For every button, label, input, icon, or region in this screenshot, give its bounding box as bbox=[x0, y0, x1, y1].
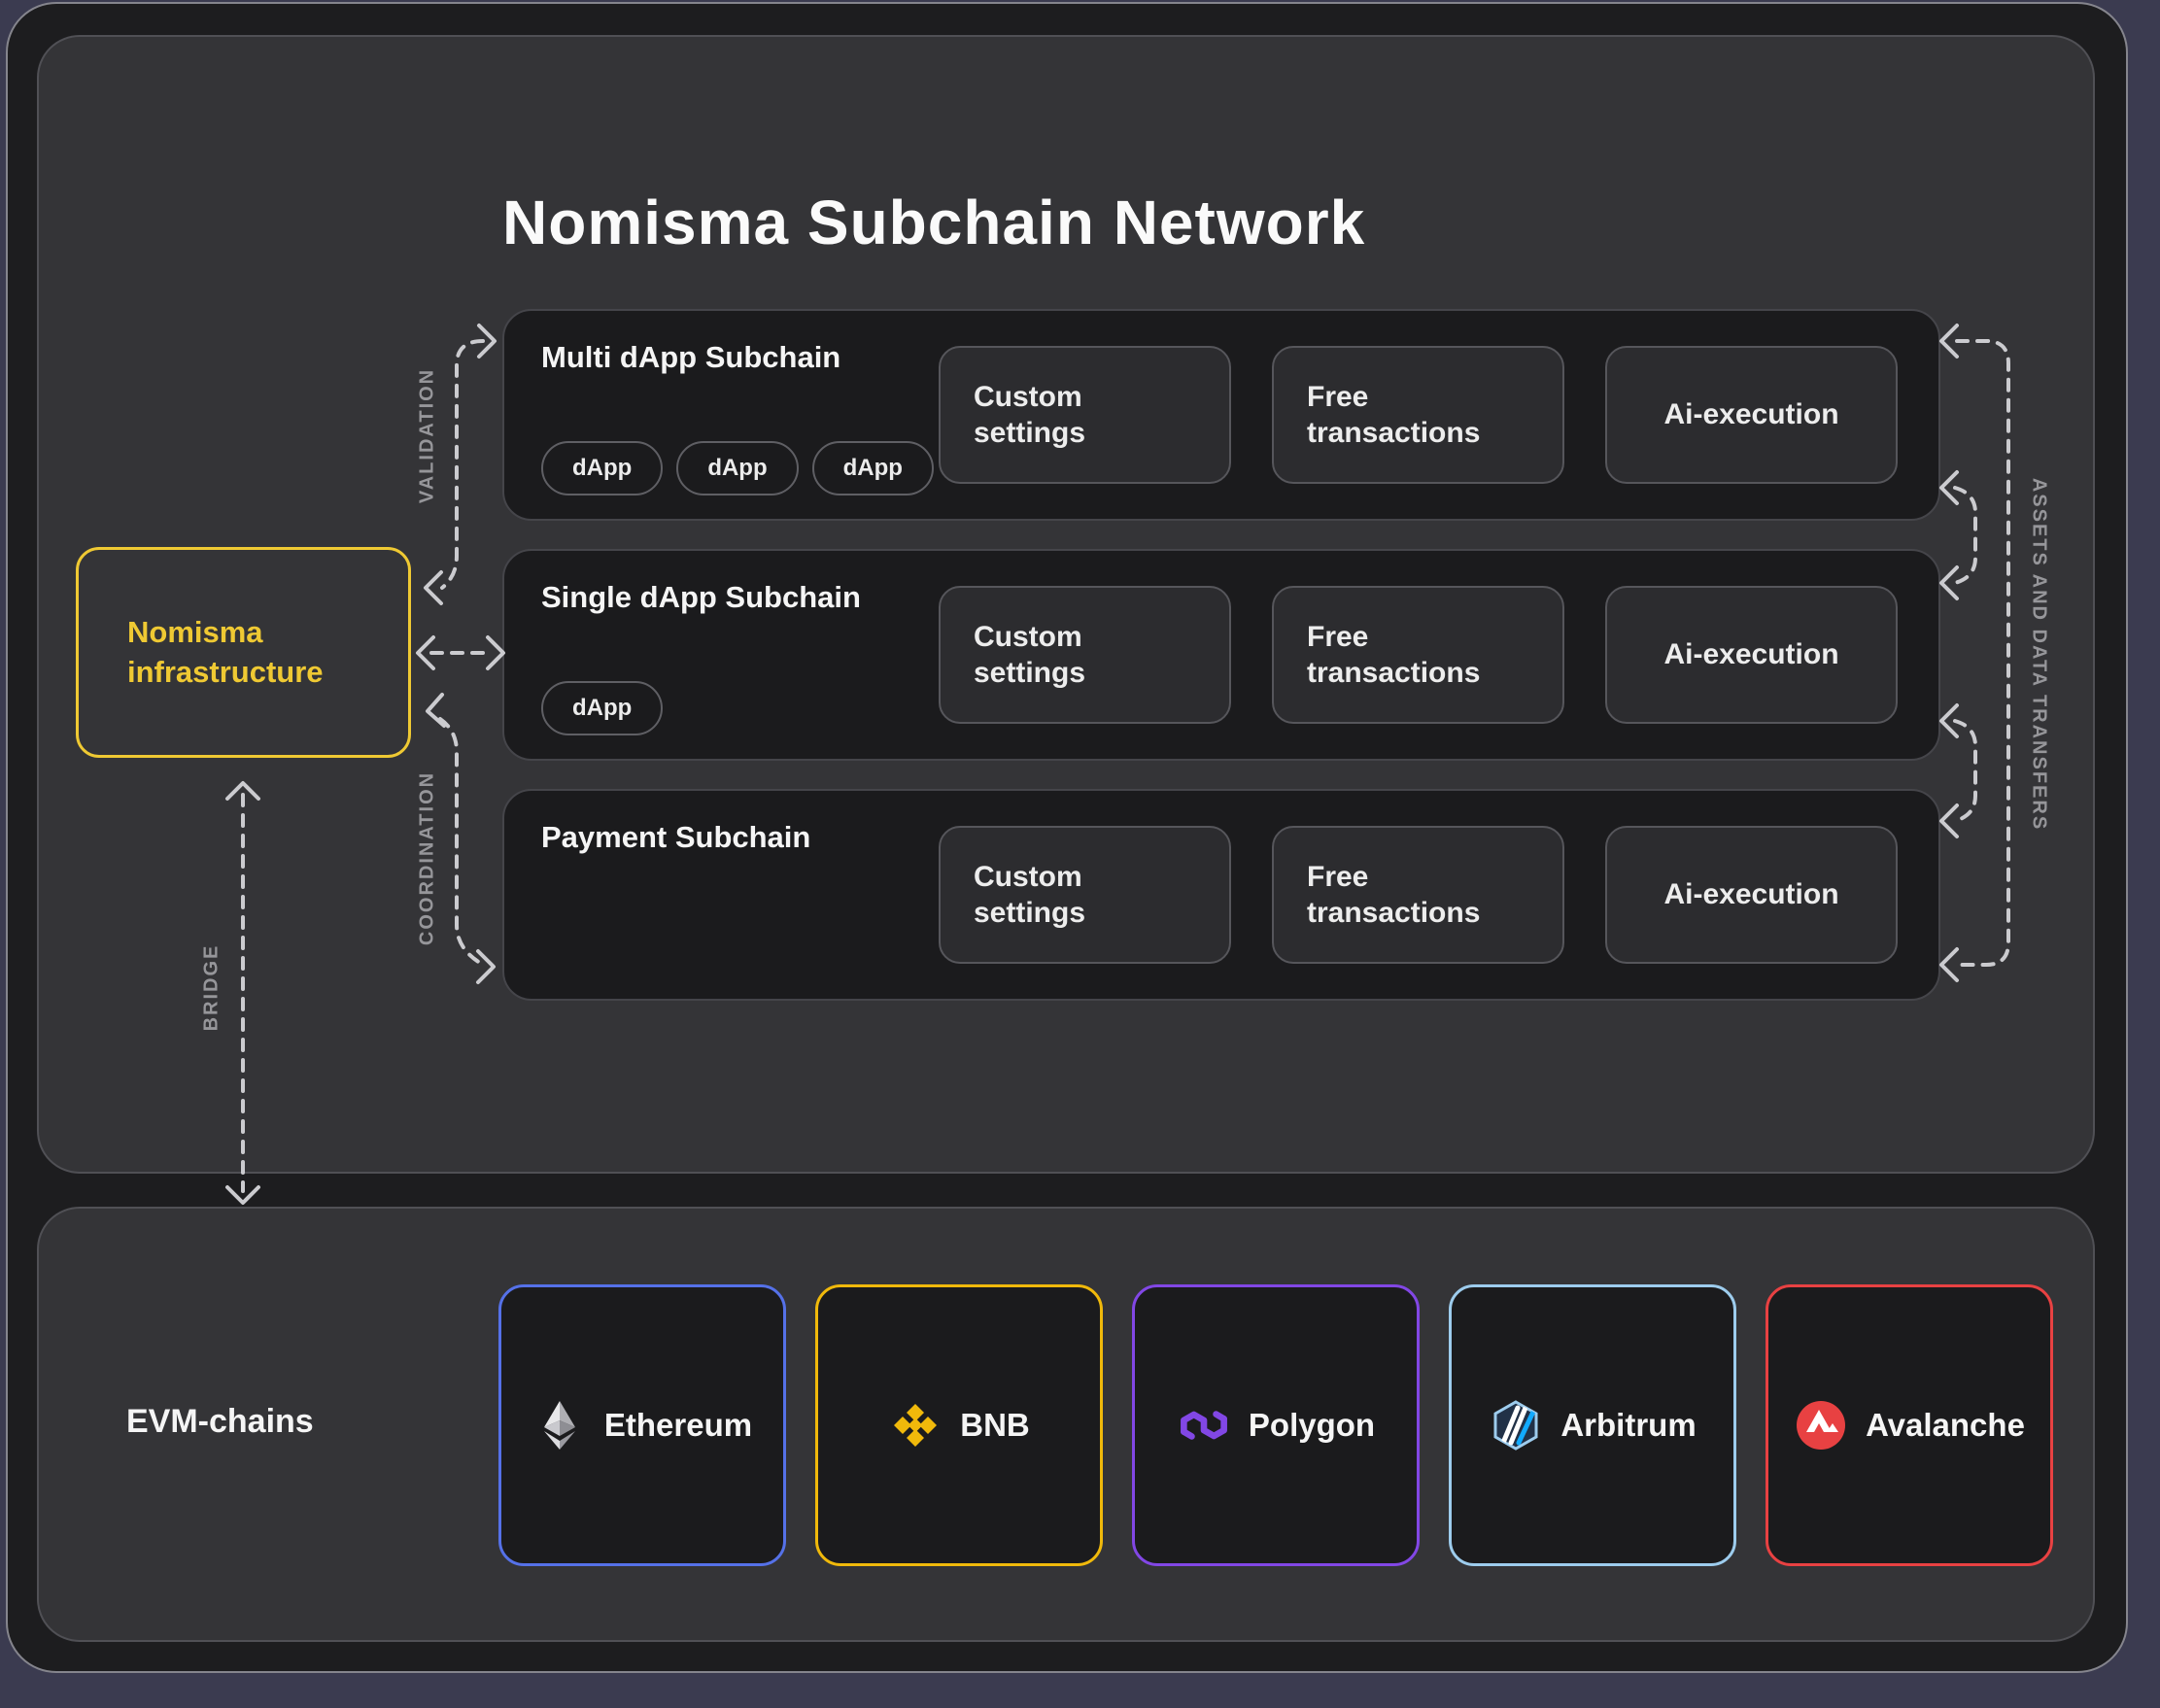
single-dapp-subchain-row: Single dApp Subchain dApp Custom setting… bbox=[502, 549, 1940, 761]
page-title: Nomisma Subchain Network bbox=[502, 188, 1366, 257]
nomisma-infrastructure-box[interactable]: Nomisma infrastructure bbox=[76, 547, 411, 758]
dapp-pill-group: dApp dApp dApp bbox=[541, 441, 934, 495]
dapp-pill[interactable]: dApp bbox=[676, 441, 799, 495]
chain-card-bnb[interactable]: BNB bbox=[815, 1284, 1103, 1566]
subchain-title: Single dApp Subchain bbox=[541, 580, 861, 614]
evm-chains-label: EVM-chains bbox=[126, 1403, 314, 1440]
chain-name: Avalanche bbox=[1866, 1407, 2025, 1443]
dapp-pill-group: dApp bbox=[541, 681, 664, 735]
subchain-title: Payment Subchain bbox=[541, 820, 811, 854]
dapp-pill[interactable]: dApp bbox=[811, 441, 934, 495]
dapp-pill[interactable]: dApp bbox=[541, 681, 664, 735]
ai-execution-button[interactable]: Ai-execution bbox=[1605, 586, 1898, 724]
ai-execution-button[interactable]: Ai-execution bbox=[1605, 346, 1898, 484]
ai-execution-button[interactable]: Ai-execution bbox=[1605, 826, 1898, 964]
arbitrum-icon bbox=[1493, 1400, 1538, 1451]
validation-label: VALIDATION bbox=[416, 367, 438, 504]
avalanche-icon bbox=[1797, 1401, 1846, 1450]
chain-card-ethereum[interactable]: Ethereum bbox=[498, 1284, 786, 1566]
custom-settings-button[interactable]: Custom settings bbox=[939, 826, 1231, 964]
custom-settings-button[interactable]: Custom settings bbox=[939, 346, 1231, 484]
chain-name: BNB bbox=[960, 1407, 1030, 1443]
chain-card-arbitrum[interactable]: Arbitrum bbox=[1449, 1284, 1736, 1566]
free-transactions-button[interactable]: Free transactions bbox=[1272, 586, 1564, 724]
custom-settings-button[interactable]: Custom settings bbox=[939, 586, 1231, 724]
payment-subchain-row: Payment Subchain Custom settings Free tr… bbox=[502, 789, 1940, 1001]
dapp-pill[interactable]: dApp bbox=[541, 441, 664, 495]
chain-name: Arbitrum bbox=[1560, 1407, 1697, 1443]
subchain-title: Multi dApp Subchain bbox=[541, 340, 841, 374]
chain-name: Polygon bbox=[1248, 1407, 1376, 1443]
bridge-label: BRIDGE bbox=[200, 943, 223, 1032]
nomisma-infrastructure-label: Nomisma infrastructure bbox=[127, 615, 324, 689]
ethereum-icon bbox=[543, 1401, 575, 1450]
free-transactions-button[interactable]: Free transactions bbox=[1272, 346, 1564, 484]
free-transactions-button[interactable]: Free transactions bbox=[1272, 826, 1564, 964]
chain-name: Ethereum bbox=[603, 1407, 753, 1443]
chain-card-polygon[interactable]: Polygon bbox=[1132, 1284, 1420, 1566]
assets-transfers-label: ASSETS AND DATA TRANSFERS bbox=[2028, 477, 2050, 832]
polygon-icon bbox=[1180, 1411, 1227, 1440]
chain-card-avalanche[interactable]: Avalanche bbox=[1766, 1284, 2053, 1566]
multi-dapp-subchain-row: Multi dApp Subchain dApp dApp dApp Custo… bbox=[502, 309, 1940, 521]
coordination-label: COORDINATION bbox=[416, 770, 438, 946]
bnb-icon bbox=[894, 1404, 938, 1447]
